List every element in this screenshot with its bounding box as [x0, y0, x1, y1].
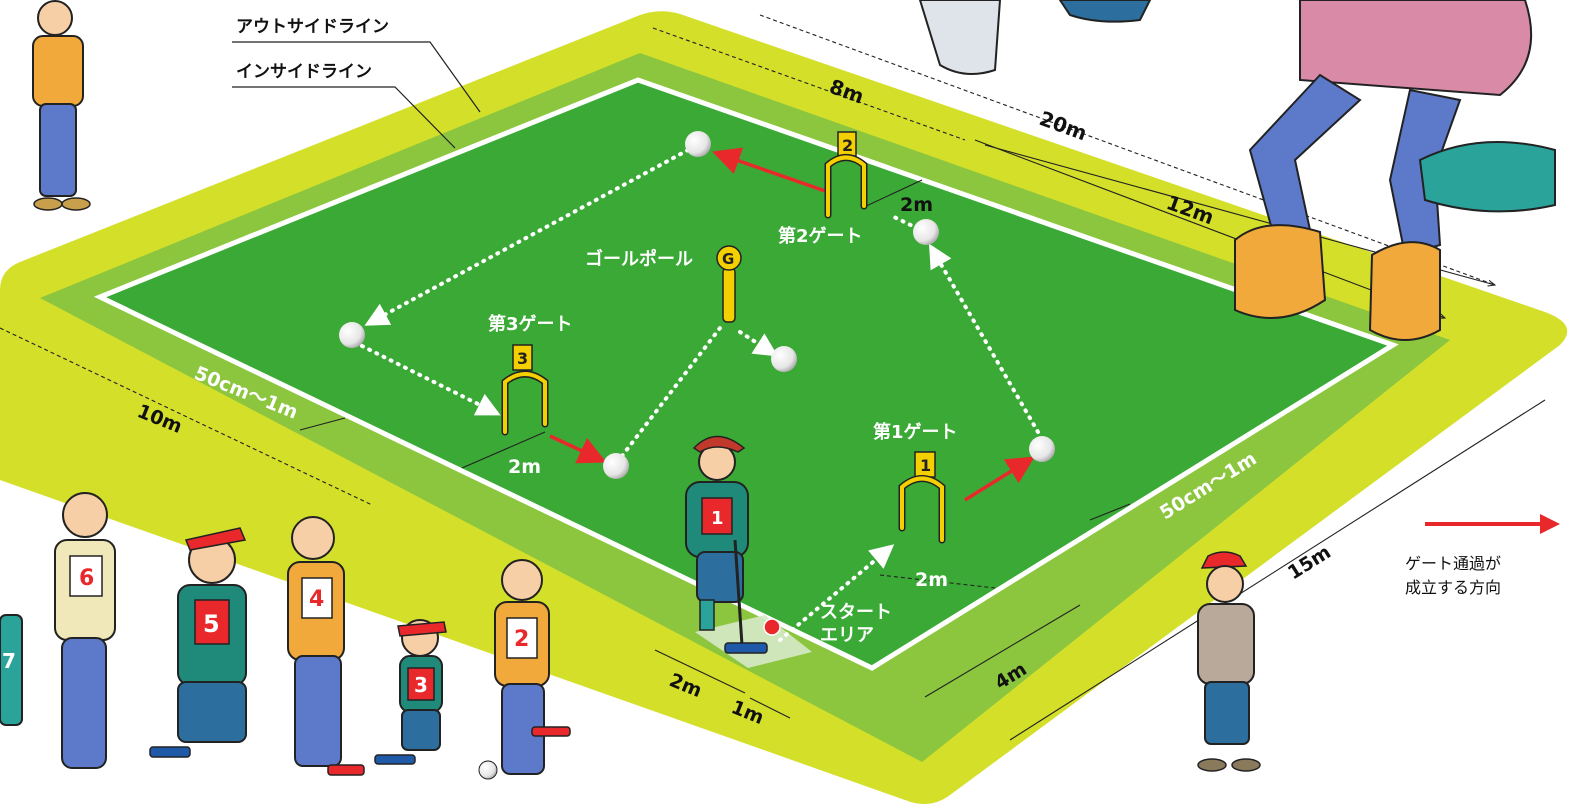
start-area: [695, 615, 812, 668]
inside-line-leader: [232, 86, 456, 149]
center-player: 1: [685, 435, 768, 654]
goal-pole: G: [716, 245, 742, 323]
dim-gate2-2m: 2m: [900, 194, 933, 216]
player-bib-6: 6: [79, 566, 94, 591]
dim-gate3-2m: 2m: [508, 456, 541, 478]
inside-line-label: インサイドライン: [236, 62, 372, 82]
pass-arrows: [549, 147, 1035, 502]
court-field: [93, 77, 1399, 671]
gate-1-label: 第1ゲート: [873, 421, 958, 443]
dimension-lines: [0, 14, 1546, 741]
legend-arrow: [1425, 514, 1560, 534]
gate-2-number: 2: [842, 136, 853, 155]
ball-route: [360, 148, 1040, 642]
players-group: 7 6 5 4 3 2: [0, 492, 571, 780]
player-bib-2: 2: [514, 627, 529, 652]
ball: [603, 453, 629, 479]
player-bib-1: 1: [711, 508, 724, 529]
start-area-label-2: エリア: [820, 625, 874, 646]
outside-line-leader: [232, 41, 481, 113]
gate-1: 1: [898, 451, 946, 544]
dim-gate1-2m: 2m: [915, 569, 948, 591]
ball: [339, 322, 365, 348]
goal-letter: G: [722, 250, 734, 268]
jumping-girl: [918, 0, 1556, 341]
start-area-label-1: スタート: [820, 602, 892, 623]
player-bib-3: 3: [414, 673, 428, 697]
gate-2: 2: [824, 131, 868, 219]
gate-1-number: 1: [920, 456, 931, 475]
gate-3-label: 第3ゲート: [488, 313, 573, 335]
dim-20m: 20m: [1036, 106, 1090, 145]
dim-15m: 15m: [1284, 541, 1335, 584]
goal-pole-label: ゴールポール: [585, 248, 693, 270]
gate-3-number: 3: [517, 349, 528, 368]
ball: [771, 346, 797, 372]
start-ball: [763, 618, 781, 636]
outside-line-label: アウトサイドライン: [236, 17, 389, 37]
legend: ゲート通過が 成立する方向: [1405, 512, 1575, 600]
player-bib-5: 5: [203, 610, 220, 638]
legend-text-2: 成立する方向: [1405, 578, 1502, 597]
referee-bottom-right: [1197, 551, 1261, 772]
player-bib-4: 4: [309, 587, 324, 612]
ball: [913, 219, 939, 245]
ball: [1029, 436, 1055, 462]
player-bib-7: 7: [2, 649, 16, 673]
gate-3: 3: [501, 344, 549, 436]
referee-top-left: [32, 0, 91, 211]
gate-2-label: 第2ゲート: [778, 225, 863, 247]
ball: [685, 131, 711, 157]
legend-text-1: ゲート通過が: [1405, 554, 1502, 573]
